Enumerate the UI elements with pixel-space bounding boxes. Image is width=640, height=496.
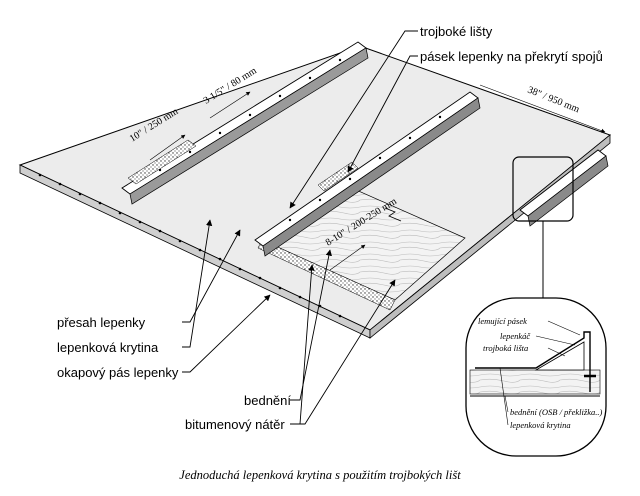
bitumen-strip	[257, 239, 396, 311]
inset-lemujici: lemující pásek	[478, 316, 527, 326]
inset-lepenkac: lepenkáč	[500, 331, 531, 341]
label-bitumen: bitumenový nátěr	[185, 417, 285, 432]
triangular-batten-2	[254, 91, 481, 257]
roof-right-edge	[369, 134, 611, 339]
triangular-batten-1	[121, 41, 369, 205]
eave-nail-holes	[38, 173, 342, 318]
bottom-leaders	[290, 249, 396, 425]
triangular-batten-3	[519, 149, 609, 227]
inset-leaders	[499, 320, 581, 426]
break-mark	[384, 207, 402, 222]
label-krytina: lepenková krytina	[57, 340, 159, 355]
inset-krytina: lepenková krytina	[510, 420, 571, 430]
top-leaders	[289, 30, 418, 209]
caption: Jednoduchá lepenková krytina s použitím …	[179, 468, 461, 482]
label-pasek-lepenky: pásek lepenky na překrytí spojů	[420, 49, 603, 64]
label-okapovy: okapový pás lepenky	[57, 365, 179, 380]
inset-bedneni: bednění (OSB / překližka..)	[510, 407, 602, 417]
label-presah: přesah lepenky	[57, 315, 146, 330]
left-leaders	[182, 219, 271, 373]
detail-inset	[465, 297, 607, 457]
label-trojboke-listy: trojboké lišty	[420, 24, 493, 39]
seam-strip	[127, 139, 197, 185]
label-bedneni: bednění	[244, 393, 291, 408]
inset-trojboka: trojboká lišta	[483, 343, 528, 353]
dimension-lines	[149, 84, 606, 271]
